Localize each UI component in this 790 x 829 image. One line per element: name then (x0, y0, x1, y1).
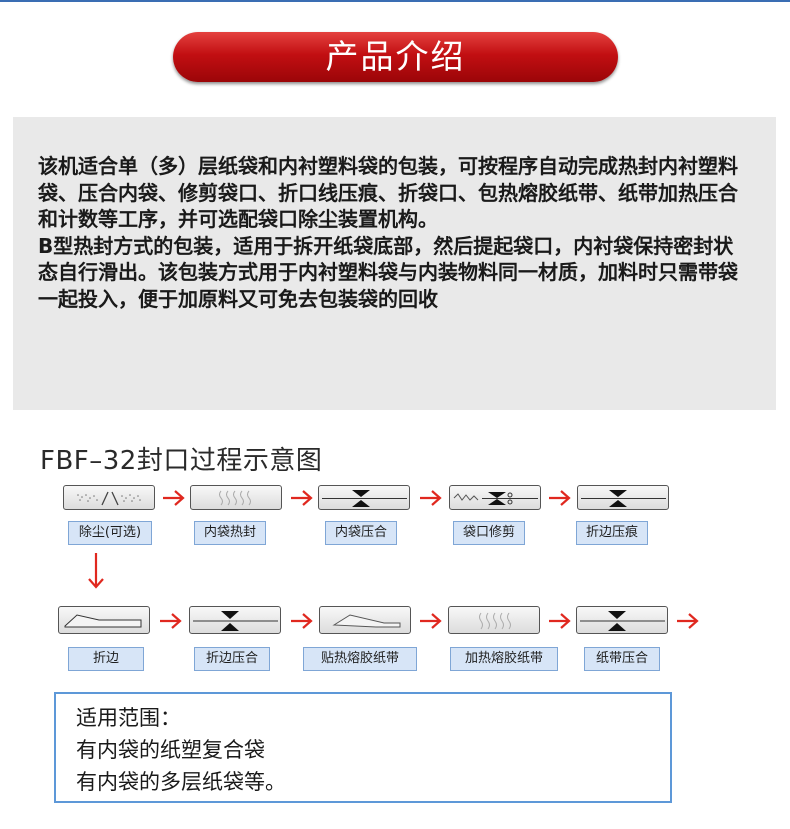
arrow-right-icon (291, 613, 313, 629)
step-fold-press-box (189, 606, 281, 634)
scope-item: 有内袋的多层纸袋等。 (76, 770, 286, 794)
press-jaws-icon (193, 611, 278, 631)
arrow-right-icon (163, 490, 185, 506)
step-trim-box (449, 485, 541, 510)
product-intro-panel: 该机适合单（多）层纸袋和内衬塑料袋的包装，可按程序自动完成热封内衬塑料袋、压合内… (13, 117, 776, 410)
arrow-right-icon (291, 490, 313, 506)
dust-removal-icon (77, 491, 141, 506)
step-crease-box (577, 485, 669, 510)
press-jaws-icon (322, 490, 407, 507)
step-label: 折边压痕 (576, 521, 648, 545)
fold-edge-icon (64, 614, 142, 628)
heat-waves-icon (479, 612, 511, 630)
scope-heading: 适用范围： (76, 706, 181, 730)
step-inner-press-box (318, 485, 410, 510)
step-label: 除尘(可选) (68, 521, 152, 545)
step-label: 袋口修剪 (453, 521, 525, 545)
top-divider-line (0, 0, 790, 2)
press-jaws-icon (580, 611, 665, 631)
step-label: 内袋热封 (194, 521, 266, 545)
step-label: 折边压合 (194, 647, 270, 671)
step-tape-press-box (576, 606, 668, 634)
step-label: 加热熔胶纸带 (450, 647, 558, 671)
step-fold-box (58, 606, 150, 634)
step-inner-heat-seal-box (190, 485, 282, 510)
heat-seal-waves-icon (219, 490, 251, 506)
arrow-right-icon (549, 613, 571, 629)
step-label: 折边 (68, 647, 144, 671)
step-dust-removal-box (63, 485, 155, 510)
arrow-right-icon (677, 613, 699, 629)
tape-apply-icon (332, 614, 401, 628)
step-label: 纸带压合 (584, 647, 660, 671)
step-label: 内袋压合 (325, 521, 397, 545)
arrow-right-icon (549, 490, 571, 506)
crease-press-icon (581, 490, 666, 507)
step-tape-heat-box (448, 606, 540, 634)
intro-paragraph-2: B型热封方式的包装，适用于拆开纸袋底部，然后提起袋口，内衬袋保持密封状态自行滑出… (38, 233, 738, 311)
scope-item: 有内袋的纸塑复合袋 (76, 738, 265, 762)
arrow-right-icon (420, 490, 442, 506)
intro-paragraph-1: 该机适合单（多）层纸袋和内衬塑料袋的包装，可按程序自动完成热封内衬塑料袋、压合内… (38, 154, 738, 231)
scissors-trim-icon (453, 492, 538, 505)
diagram-title: FBF–32封口过程示意图 (40, 446, 323, 476)
applicable-scope-box: 适用范围： 有内袋的纸塑复合袋 有内袋的多层纸袋等。 (54, 692, 672, 803)
step-tape-apply-box (319, 606, 411, 634)
arrow-right-icon (420, 613, 442, 629)
arrow-right-icon (160, 613, 182, 629)
section-title-banner: 产品介绍 (173, 32, 618, 82)
step-label: 贴热熔胶纸带 (303, 647, 417, 671)
arrow-down-icon (88, 553, 104, 589)
